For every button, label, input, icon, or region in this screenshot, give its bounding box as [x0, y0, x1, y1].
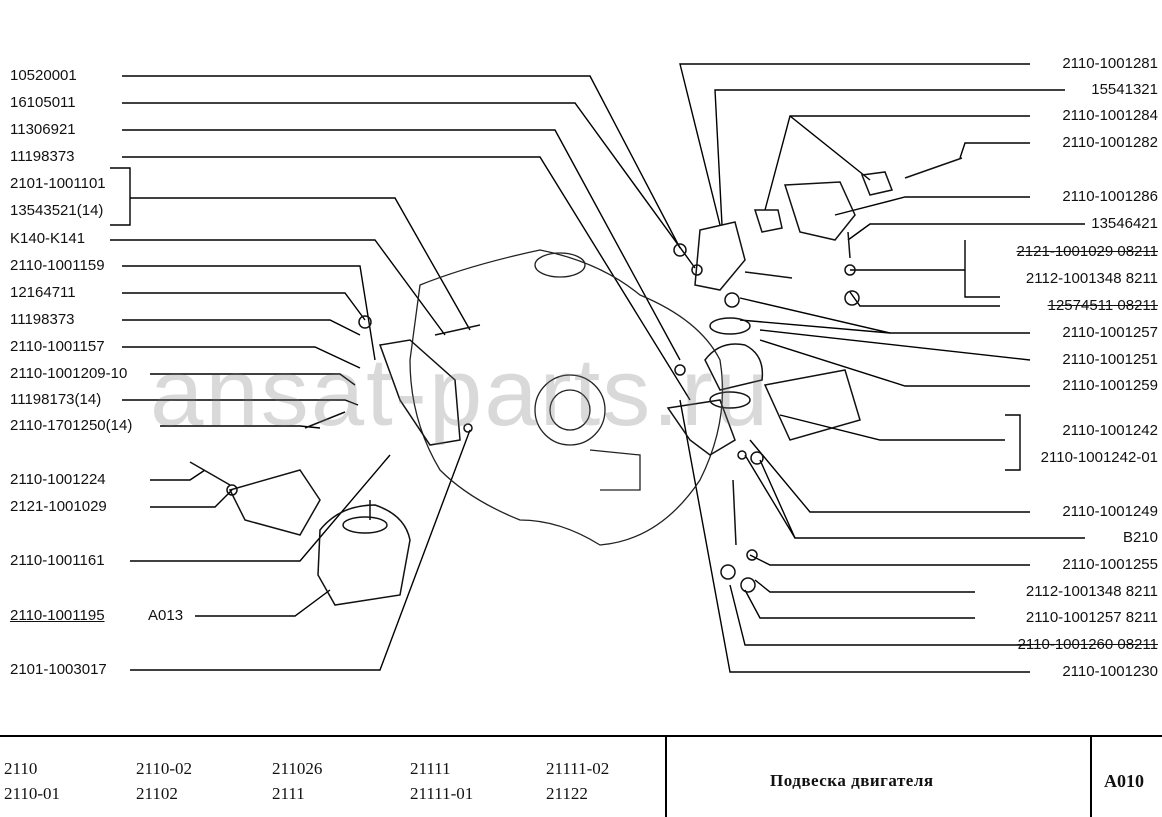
part-label[interactable]: 2110-1001209-10 — [10, 365, 128, 382]
model-label: 21111-02 — [546, 759, 610, 778]
part-label[interactable]: 2110-1001242-01 — [1040, 449, 1158, 466]
part-label[interactable]: 2110-1001255 — [1062, 556, 1158, 573]
part-label[interactable]: 11198173(14) — [10, 391, 102, 408]
footer: 2110 2110-01 2110-02 21102 211026 2111 2… — [0, 735, 1162, 817]
model-label: 21102 — [136, 784, 178, 803]
part-label[interactable]: 2110-1701250(14) — [10, 417, 133, 434]
part-label[interactable]: 2110-1001161 — [10, 552, 105, 569]
page-title: Подвеска двигателя — [770, 771, 934, 790]
part-label[interactable]: 2110-1001230 — [1062, 663, 1158, 680]
model-label: 2110 — [4, 759, 38, 778]
engine-outline — [409, 249, 724, 546]
footer-divider — [665, 737, 667, 817]
part-label[interactable]: 15541321 — [1091, 81, 1158, 98]
part-label[interactable]: 2110-1001281 — [1062, 55, 1158, 72]
part-label[interactable]: B210 — [1122, 529, 1158, 546]
watermark: ansat-parts.ru — [150, 339, 771, 446]
part-label[interactable]: 2110-1001195 — [10, 607, 105, 624]
right-mount-parts — [666, 157, 963, 593]
part-label[interactable]: 13546421 — [1091, 215, 1158, 232]
part-label[interactable]: 2110-1001282 — [1062, 134, 1158, 151]
model-label: 2110-02 — [136, 759, 193, 778]
model-label: 21111 — [410, 759, 451, 778]
model-label: 2111 — [272, 784, 305, 803]
section-code: A010 — [1104, 771, 1144, 791]
model-label: 21111-01 — [410, 784, 474, 803]
part-label[interactable]: 12574511 08211 — [1047, 297, 1158, 314]
model-label: 211026 — [272, 759, 323, 778]
part-label[interactable]: 2110-1001251 — [1062, 351, 1158, 368]
model-label: 2110-01 — [4, 784, 61, 803]
part-label[interactable]: 2110-1001242 — [1062, 422, 1158, 439]
footer-divider — [1090, 737, 1092, 817]
part-label[interactable]: 2110-1001286 — [1062, 188, 1158, 205]
part-label[interactable]: 2121-1001029 — [10, 498, 107, 515]
part-label[interactable]: 2110-1001257 8211 — [1025, 609, 1158, 626]
part-label[interactable]: 10520001 — [10, 67, 77, 84]
left-mount-parts — [189, 315, 481, 606]
part-label[interactable]: K140-K141 — [10, 230, 86, 247]
part-label[interactable]: 2112-1001348 8211 — [1025, 583, 1158, 600]
part-label[interactable]: 13543521(14) — [10, 202, 104, 219]
model-label: 21122 — [546, 784, 588, 803]
part-label[interactable]: 11198373 — [10, 148, 75, 165]
part-label[interactable]: 2110-1001157 — [10, 338, 105, 355]
part-label[interactable]: 2110-1001260 08211 — [1017, 636, 1158, 653]
part-label[interactable]: 2110-1001249 — [1062, 503, 1158, 520]
part-label[interactable]: 2101-1001101 — [10, 175, 106, 192]
part-label[interactable]: 11306921 — [10, 121, 76, 138]
part-label[interactable]: 2121-1001029 08211 — [1016, 243, 1158, 260]
part-label[interactable]: 2110-1001224 — [10, 471, 106, 488]
part-label[interactable]: 12164711 — [10, 284, 76, 301]
part-label[interactable]: 16105011 — [10, 94, 76, 111]
part-label[interactable]: 2110-1001257 — [1062, 324, 1158, 341]
part-label[interactable]: 2110-1001259 — [1062, 377, 1158, 394]
part-label[interactable]: A013 — [148, 607, 184, 624]
part-label[interactable]: 2101-1003017 — [10, 661, 107, 678]
engine-mount-diagram — [110, 63, 1085, 673]
part-label[interactable]: 2110-1001284 — [1062, 107, 1158, 124]
part-label[interactable]: 2112-1001348 8211 — [1025, 270, 1158, 287]
part-label[interactable]: 2110-1001159 — [10, 257, 105, 274]
part-label[interactable]: 11198373 — [10, 311, 75, 328]
